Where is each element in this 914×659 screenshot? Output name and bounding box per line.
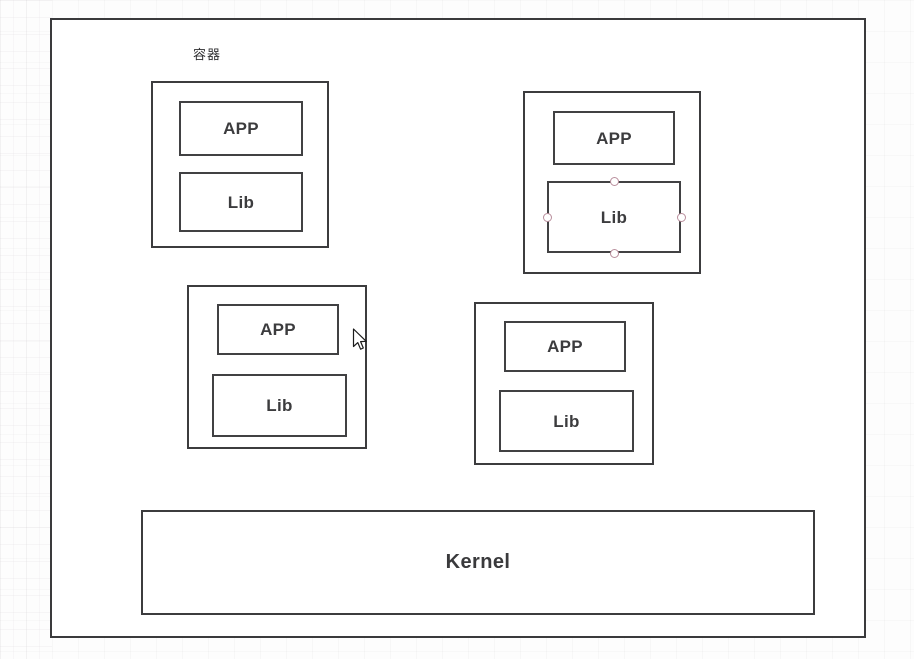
lib-box-label: Lib: [553, 411, 580, 431]
container-group-top-left[interactable]: APP Lib: [151, 81, 329, 248]
kernel-label: Kernel: [445, 551, 511, 573]
container-group-bottom-left[interactable]: APP Lib: [187, 285, 367, 449]
container-title-label: 容器: [193, 47, 222, 62]
selection-handle-bottom[interactable]: [609, 248, 619, 258]
lib-box-label: Lib: [227, 192, 255, 212]
diagram-outer-frame[interactable]: 容器 APP Lib APP Lib APP Lib APP: [50, 18, 866, 638]
lib-box[interactable]: Lib: [212, 374, 347, 437]
lib-box-selected[interactable]: Lib: [547, 181, 681, 253]
app-box-label: APP: [547, 337, 583, 356]
container-group-top-right[interactable]: APP Lib: [523, 91, 701, 274]
app-box[interactable]: APP: [217, 304, 339, 355]
app-box[interactable]: APP: [179, 101, 303, 156]
selection-handle-left[interactable]: [542, 212, 552, 222]
app-box[interactable]: APP: [504, 321, 626, 372]
lib-box[interactable]: Lib: [499, 390, 634, 452]
selection-handle-right[interactable]: [676, 212, 686, 222]
app-box-label: APP: [223, 119, 259, 138]
lib-box-label: Lib: [600, 207, 628, 227]
app-box-label: APP: [596, 128, 632, 148]
selection-handle-top[interactable]: [609, 176, 619, 186]
lib-box[interactable]: Lib: [179, 172, 303, 232]
app-box-label: APP: [260, 320, 296, 339]
kernel-box[interactable]: Kernel: [141, 510, 815, 615]
app-box[interactable]: APP: [553, 111, 675, 165]
lib-box-label: Lib: [266, 396, 293, 415]
container-group-bottom-right[interactable]: APP Lib: [474, 302, 654, 465]
